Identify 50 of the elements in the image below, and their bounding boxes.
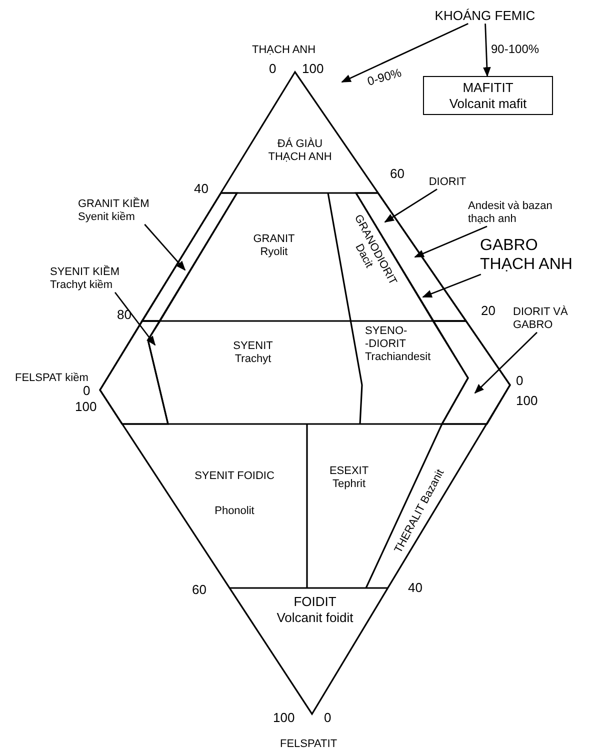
rock-name: GRANIT	[253, 233, 295, 246]
rock-name: DIORIT VÀ GABRO	[513, 306, 569, 332]
rock-name: SYENIT FOIDIC	[194, 470, 274, 484]
rock-name: GRANIT KIỀM	[78, 198, 150, 212]
axis-label: 0	[324, 711, 332, 726]
arrow	[474, 332, 538, 394]
axis-label: 100	[516, 394, 538, 409]
volcanic-rock-name: Volcanit foidit	[276, 610, 354, 626]
arrow	[422, 274, 482, 298]
volcanic-rock-name: Ryolit	[260, 246, 288, 260]
volcanic-rock-name: Volcanit mafit	[449, 96, 527, 112]
axis-label: THẠCH ANH	[252, 44, 316, 57]
rock-name: FOIDIT	[294, 594, 336, 610]
axis-label: 20	[481, 304, 496, 319]
rock-name: MAFITIT	[462, 80, 514, 96]
volcanic-rock-name: Phonolit	[214, 505, 254, 518]
rock-name: ESEXIT	[329, 465, 369, 478]
axis-label: 0	[516, 374, 524, 389]
arrow	[144, 224, 186, 271]
volcanic-rock-name: Trachyt	[234, 353, 272, 366]
rock-name: SYENIT	[233, 340, 273, 354]
rock-name: SYENO- -DIORIT	[365, 325, 408, 352]
axis-label: FELSPATIT	[280, 738, 338, 751]
rock-name: Andesit và bazan thạch anh	[468, 200, 554, 226]
axis-label: 100	[302, 62, 324, 77]
axis-label: 0	[83, 384, 90, 399]
arrow	[341, 22, 468, 83]
axis-label: 60	[390, 167, 404, 182]
rock-name: ĐÁ GIÀU THẠCH ANH	[267, 138, 333, 164]
axis-label: 40	[408, 581, 422, 596]
rock-name: GABRO THẠCH ANH	[480, 236, 574, 274]
arrow	[114, 292, 156, 346]
volcanic-rock-name: Trachyt kiềm	[50, 279, 113, 292]
rock-name: SYENIT KIỀM	[50, 266, 120, 280]
rock-name: KHOÁNG FEMIC	[434, 8, 536, 24]
edge-label: 90-100%	[490, 42, 540, 56]
axis-label: 0	[269, 62, 276, 77]
volcanic-rock-name: Tephrit	[332, 478, 366, 492]
axis-label: 100	[273, 711, 295, 726]
arrow	[483, 24, 491, 77]
rock-type-box	[423, 76, 553, 116]
axis-label: 40	[194, 182, 208, 197]
rock-name: DIORIT	[428, 176, 466, 190]
arrow	[414, 226, 488, 258]
volcanic-rock-name: Trachiandesit	[365, 351, 431, 365]
volcanic-rock-name: Syenit kiềm	[78, 211, 135, 224]
arrow	[384, 188, 438, 223]
axis-label: 100	[75, 400, 97, 415]
axis-label: FELSPAT kiềm	[15, 372, 88, 385]
axis-label: 60	[192, 583, 206, 598]
